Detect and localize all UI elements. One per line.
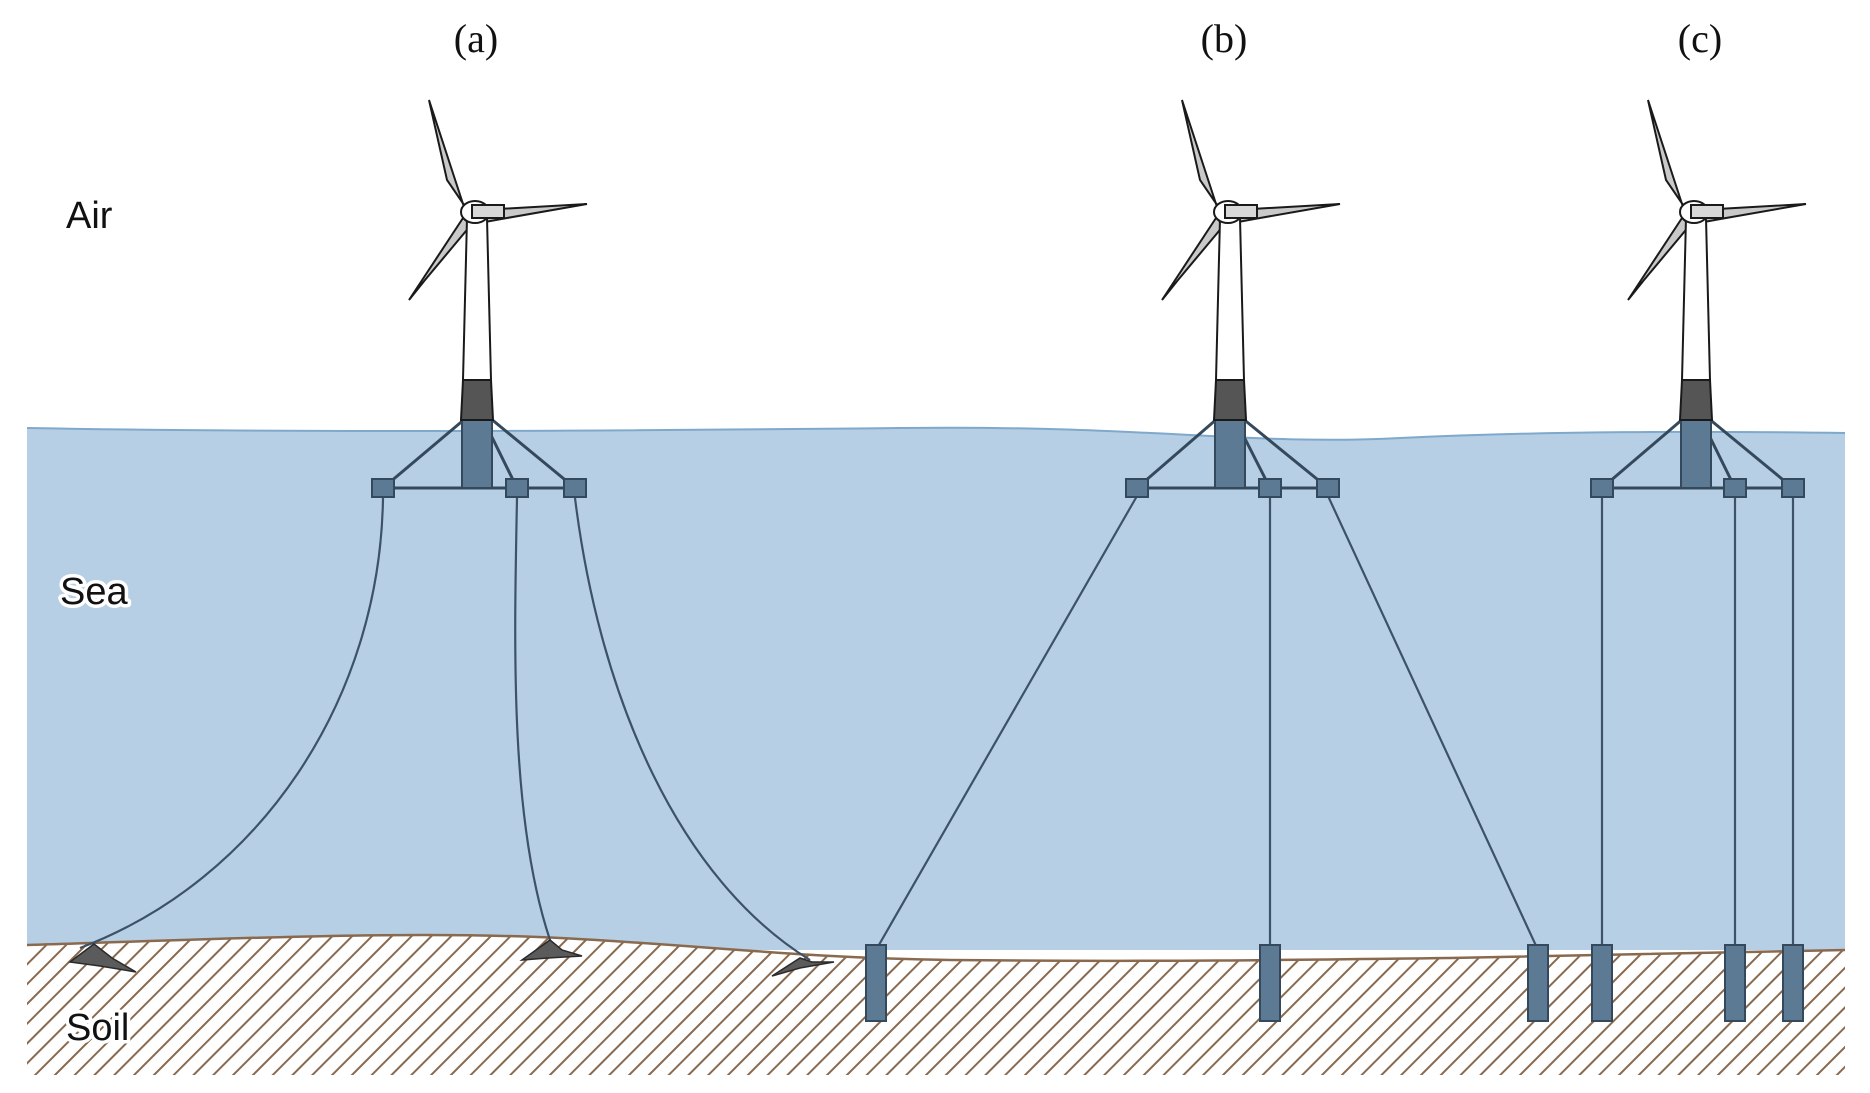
seabed-soil xyxy=(27,935,1845,1075)
pile-icon xyxy=(1527,944,1549,1022)
catenary-line-left xyxy=(79,497,385,950)
concept-a-catenary xyxy=(68,99,835,977)
wind-turbine-icon xyxy=(408,99,588,421)
catenary-line-middle xyxy=(514,497,552,941)
concept-b-taut xyxy=(865,99,1549,1022)
anchor-icon xyxy=(519,939,583,961)
seabed-line xyxy=(26,933,1846,963)
pile-icon xyxy=(1782,944,1804,1022)
pile-icon xyxy=(865,944,887,1022)
panel-label-a: (a) xyxy=(454,16,498,61)
pile-icon xyxy=(1724,944,1746,1022)
sea-region xyxy=(27,427,1845,951)
catenary-line-right xyxy=(573,497,811,961)
zone-label-sea: Sea xyxy=(60,571,128,613)
anchor-icon xyxy=(68,943,137,973)
wind-turbine-icon xyxy=(1161,99,1341,421)
taut-line-left xyxy=(875,495,1138,951)
concept-c-tension-leg xyxy=(1590,99,1807,1022)
wind-turbine-icon xyxy=(1627,99,1807,421)
pile-icon xyxy=(1591,944,1613,1022)
panel-label-b: (b) xyxy=(1201,16,1248,61)
taut-line-right xyxy=(1327,495,1539,951)
zone-label-soil: Soil xyxy=(66,1007,129,1049)
panel-label-c: (c) xyxy=(1678,16,1722,61)
zone-label-air: Air xyxy=(66,195,113,237)
anchor-icon xyxy=(771,957,835,977)
pile-icon xyxy=(1259,944,1281,1022)
sea-surface-line xyxy=(26,426,1846,441)
